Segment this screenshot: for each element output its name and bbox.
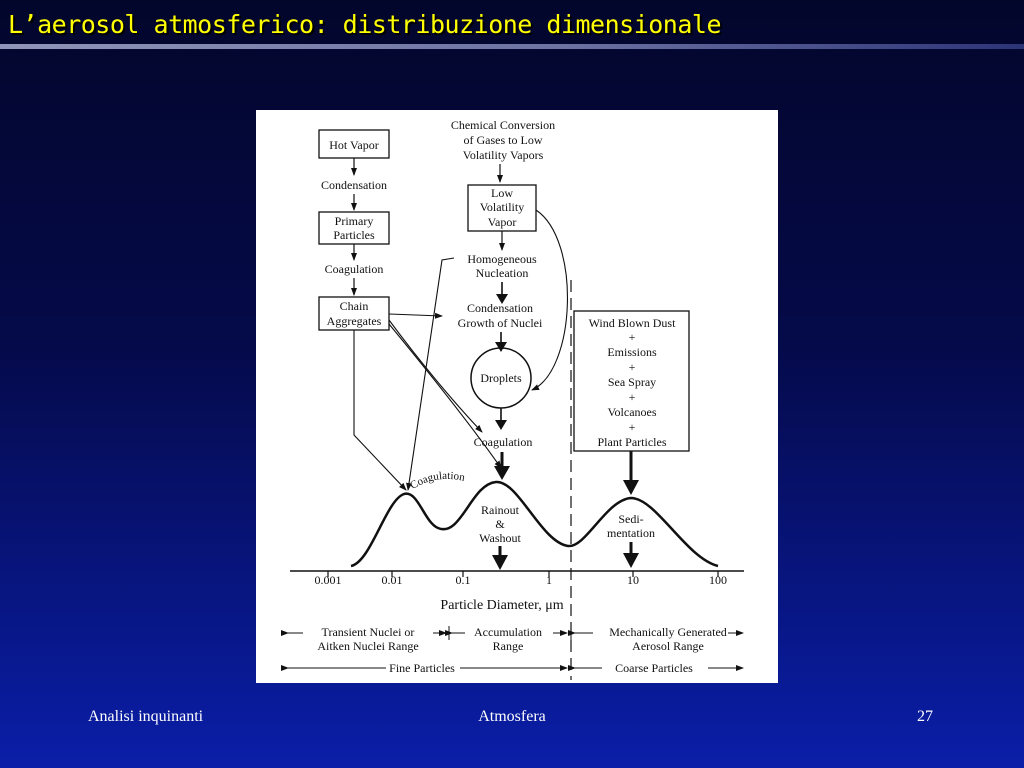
rainout-line1: Rainout	[481, 503, 520, 517]
rainout-line2: &	[495, 517, 505, 531]
arrow-condensation-to-droplets-head	[495, 342, 507, 352]
low-volatility-line1: Low	[491, 186, 513, 200]
slide-title: L’aerosol atmosferico: distribuzione dim…	[8, 10, 722, 39]
rainout-line3: Washout	[479, 531, 521, 545]
accumulation-range-line2: Range	[493, 639, 524, 653]
x-tick-label-0: 0.001	[315, 573, 342, 587]
arrow-chain-to-droplets-region	[388, 319, 483, 433]
x-tick-label-1: 0.01	[382, 573, 403, 587]
x-tick-label-2: 0.1	[456, 573, 471, 587]
arrow-chain-to-condensation-growth	[388, 312, 443, 319]
mechanical-range-line1: Mechanically Generated	[609, 625, 727, 639]
center-coagulation-label: Coagulation	[474, 435, 533, 449]
arrow-droplets-to-coagulation-head	[495, 420, 507, 430]
chain-aggregates-line2: Aggregates	[327, 314, 382, 328]
chemical-conversion-line3: Volatility Vapors	[463, 148, 544, 162]
chain-aggregates-line1: Chain	[340, 299, 369, 313]
coarse-particles-label: Coarse Particles	[615, 661, 693, 675]
arrow-sources-to-coarse-peak-head	[623, 480, 639, 495]
footer-page-number: 27	[917, 708, 933, 725]
chemical-conversion-line2: of Gases to Low	[464, 133, 543, 147]
sources-plus4: +	[629, 420, 636, 434]
arrow-chain-to-coagulation-peak	[388, 323, 502, 469]
sedimentation-arrow-head	[623, 553, 639, 568]
x-tick-label-4: 10	[627, 573, 639, 587]
hot-vapor-label: Hot Vapor	[329, 138, 378, 152]
footer-topic: Atmosfera	[478, 708, 546, 725]
footer-course-name: Analisi inquinanti	[88, 708, 204, 725]
condensation-growth-line1: Condensation	[467, 301, 533, 315]
x-axis-title: Particle Diameter, μm	[440, 598, 563, 613]
droplets-label: Droplets	[480, 371, 522, 385]
sources-line2: Emissions	[607, 345, 657, 359]
x-tick-label-5: 100	[709, 573, 727, 587]
condensation-label: Condensation	[321, 178, 387, 192]
primary-particles-line2: Particles	[333, 228, 375, 242]
nuclei-range-line1: Transient Nuclei or	[322, 625, 415, 639]
rainout-arrow-head	[492, 555, 508, 570]
fine-particles-label: Fine Particles	[389, 661, 455, 675]
nuclei-range-line2: Aitken Nuclei Range	[317, 639, 418, 653]
chemical-conversion-line1: Chemical Conversion	[451, 118, 555, 132]
diagram-svg: Hot Vapor Condensation Primary Particles…	[281, 118, 744, 680]
left-coagulation-label: Coagulation	[325, 262, 384, 276]
aerosol-size-distribution-figure: Hot Vapor Condensation Primary Particles…	[256, 110, 778, 683]
sources-line3: Sea Spray	[608, 375, 656, 389]
homogeneous-nucleation-line2: Nucleation	[476, 266, 529, 280]
homogeneous-nucleation-line1: Homogeneous	[467, 252, 537, 266]
sources-plus2: +	[629, 360, 636, 374]
sources-plus1: +	[629, 330, 636, 344]
arrow-chain-to-nuclei-peak	[353, 330, 407, 491]
sources-line1: Wind Blown Dust	[589, 316, 677, 330]
x-tick-label-3: 1	[546, 573, 552, 587]
arrow-nucleation-to-condensation-head	[496, 294, 508, 304]
sedimentation-line1: Sedi-	[618, 512, 643, 526]
x-axis-ticks	[327, 571, 719, 577]
sources-plus3: +	[629, 390, 636, 404]
low-volatility-line3: Vapor	[488, 215, 517, 229]
range-arrows-row1	[281, 626, 744, 640]
condensation-growth-line2: Growth of Nuclei	[458, 316, 543, 330]
primary-particles-line1: Primary	[335, 214, 374, 228]
arrow-coagulation-to-peak-head	[494, 466, 510, 480]
coagulation-arc-label: Coagulation	[408, 470, 466, 492]
title-underline	[0, 44, 1024, 49]
mechanical-range-line2: Aerosol Range	[632, 639, 704, 653]
accumulation-range-line1: Accumulation	[474, 625, 542, 639]
sedimentation-line2: mentation	[607, 526, 655, 540]
sources-line5: Plant Particles	[598, 435, 667, 449]
arrow-vapor-to-droplets	[531, 209, 568, 391]
sources-line4: Volcanoes	[607, 405, 656, 419]
low-volatility-line2: Volatility	[480, 200, 524, 214]
arrow-nucleation-to-nuclei-peak	[406, 257, 455, 491]
size-distribution-curve	[350, 480, 719, 568]
